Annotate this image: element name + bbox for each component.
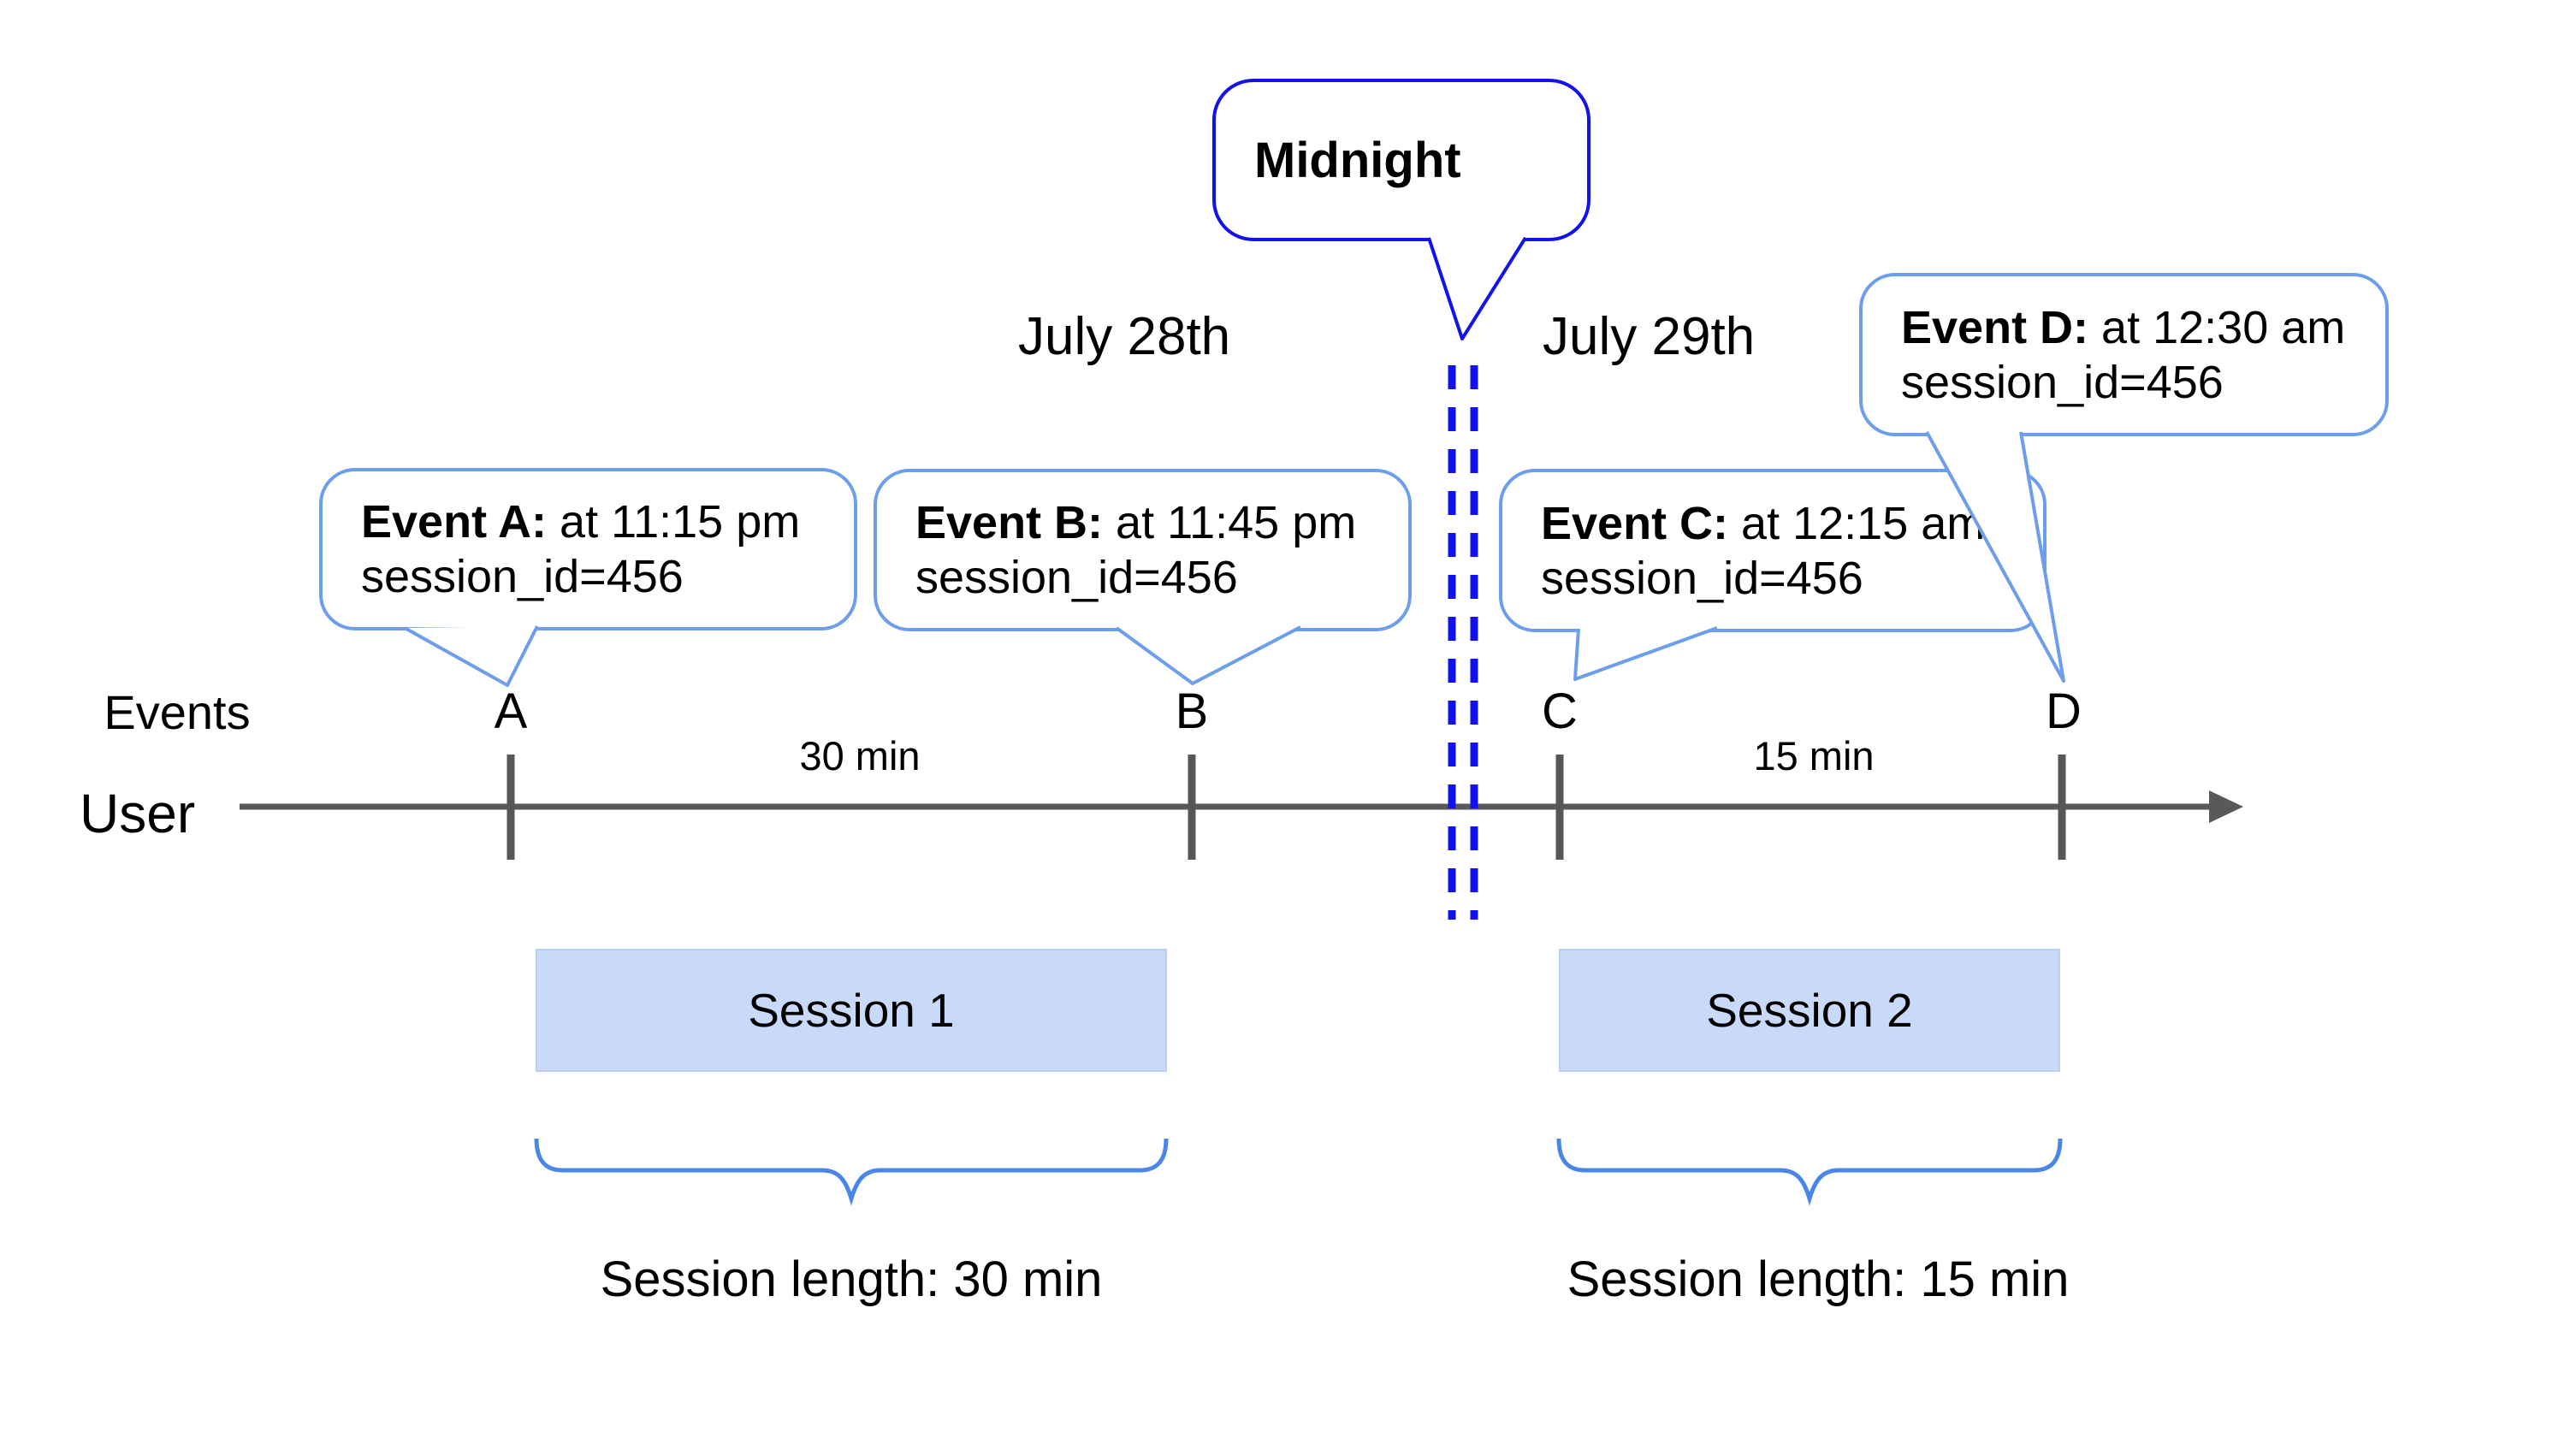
event-b-line1: Event B: at 11:45 pm [915, 495, 1408, 550]
midnight-callout-tail [1427, 236, 1527, 340]
event-c-title: Event C: [1541, 497, 1729, 549]
tick-label-b: B [1175, 684, 1209, 739]
events-axis-label: Events [104, 685, 251, 739]
event-c-session-id: session_id=456 [1541, 552, 1863, 604]
timeline-arrowhead-icon [2209, 790, 2243, 823]
event-a-session-id: session_id=456 [361, 551, 684, 602]
date-july-29: July 29th [1543, 307, 1756, 366]
event-a-title: Event A: [361, 496, 548, 547]
event-a-time: at 11:15 pm [547, 496, 801, 547]
event-b-title: Event B: [915, 497, 1104, 548]
event-d-session-id: session_id=456 [1901, 356, 2224, 408]
event-d-line1: Event D: at 12:30 am [1901, 300, 2385, 355]
tick-label-a: A [494, 684, 528, 739]
event-c-callout-tail [1573, 626, 1718, 681]
session1-box: Session 1 [536, 949, 1167, 1072]
event-a-callout: Event A: at 11:15 pm session_id=456 [319, 468, 857, 630]
event-b-callout: Event B: at 11:45 pm session_id=456 [874, 469, 1412, 631]
session1-length-label: Session length: 30 min [600, 1252, 1103, 1307]
event-a-callout-tail [404, 625, 539, 687]
midnight-callout: Midnight [1212, 79, 1590, 241]
session2-box: Session 2 [1559, 949, 2060, 1072]
session1-underbrace [534, 1138, 1169, 1206]
tick-label-d: D [2046, 684, 2082, 739]
interval-15min-label: 15 min [1753, 733, 1875, 778]
event-a-line1: Event A: at 11:15 pm [361, 494, 854, 549]
interval-30min-label: 30 min [799, 733, 921, 778]
session2-length-label: Session length: 15 min [1567, 1252, 2070, 1307]
event-b-callout-tail [1115, 625, 1301, 685]
event-c-time: at 12:15 am [1728, 497, 1986, 549]
event-d-title: Event D: [1901, 301, 2089, 353]
session1-label: Session 1 [748, 984, 955, 1037]
event-d-time: at 12:30 am [2088, 301, 2346, 353]
event-b-session-id: session_id=456 [915, 552, 1238, 603]
session2-underbrace [1556, 1138, 2063, 1206]
event-d-callout: Event D: at 12:30 am session_id=456 [1859, 273, 2389, 436]
session2-label: Session 2 [1706, 984, 1913, 1037]
event-b-time: at 11:45 pm [1103, 497, 1357, 548]
event-c-line1: Event C: at 12:15 am [1541, 496, 2043, 551]
event-c-callout: Event C: at 12:15 am session_id=456 [1499, 469, 2047, 632]
user-axis-label: User [80, 783, 196, 844]
midnight-label: Midnight [1254, 132, 1461, 188]
date-july-28: July 28th [1018, 307, 1231, 366]
tick-label-c: C [1542, 684, 1578, 739]
